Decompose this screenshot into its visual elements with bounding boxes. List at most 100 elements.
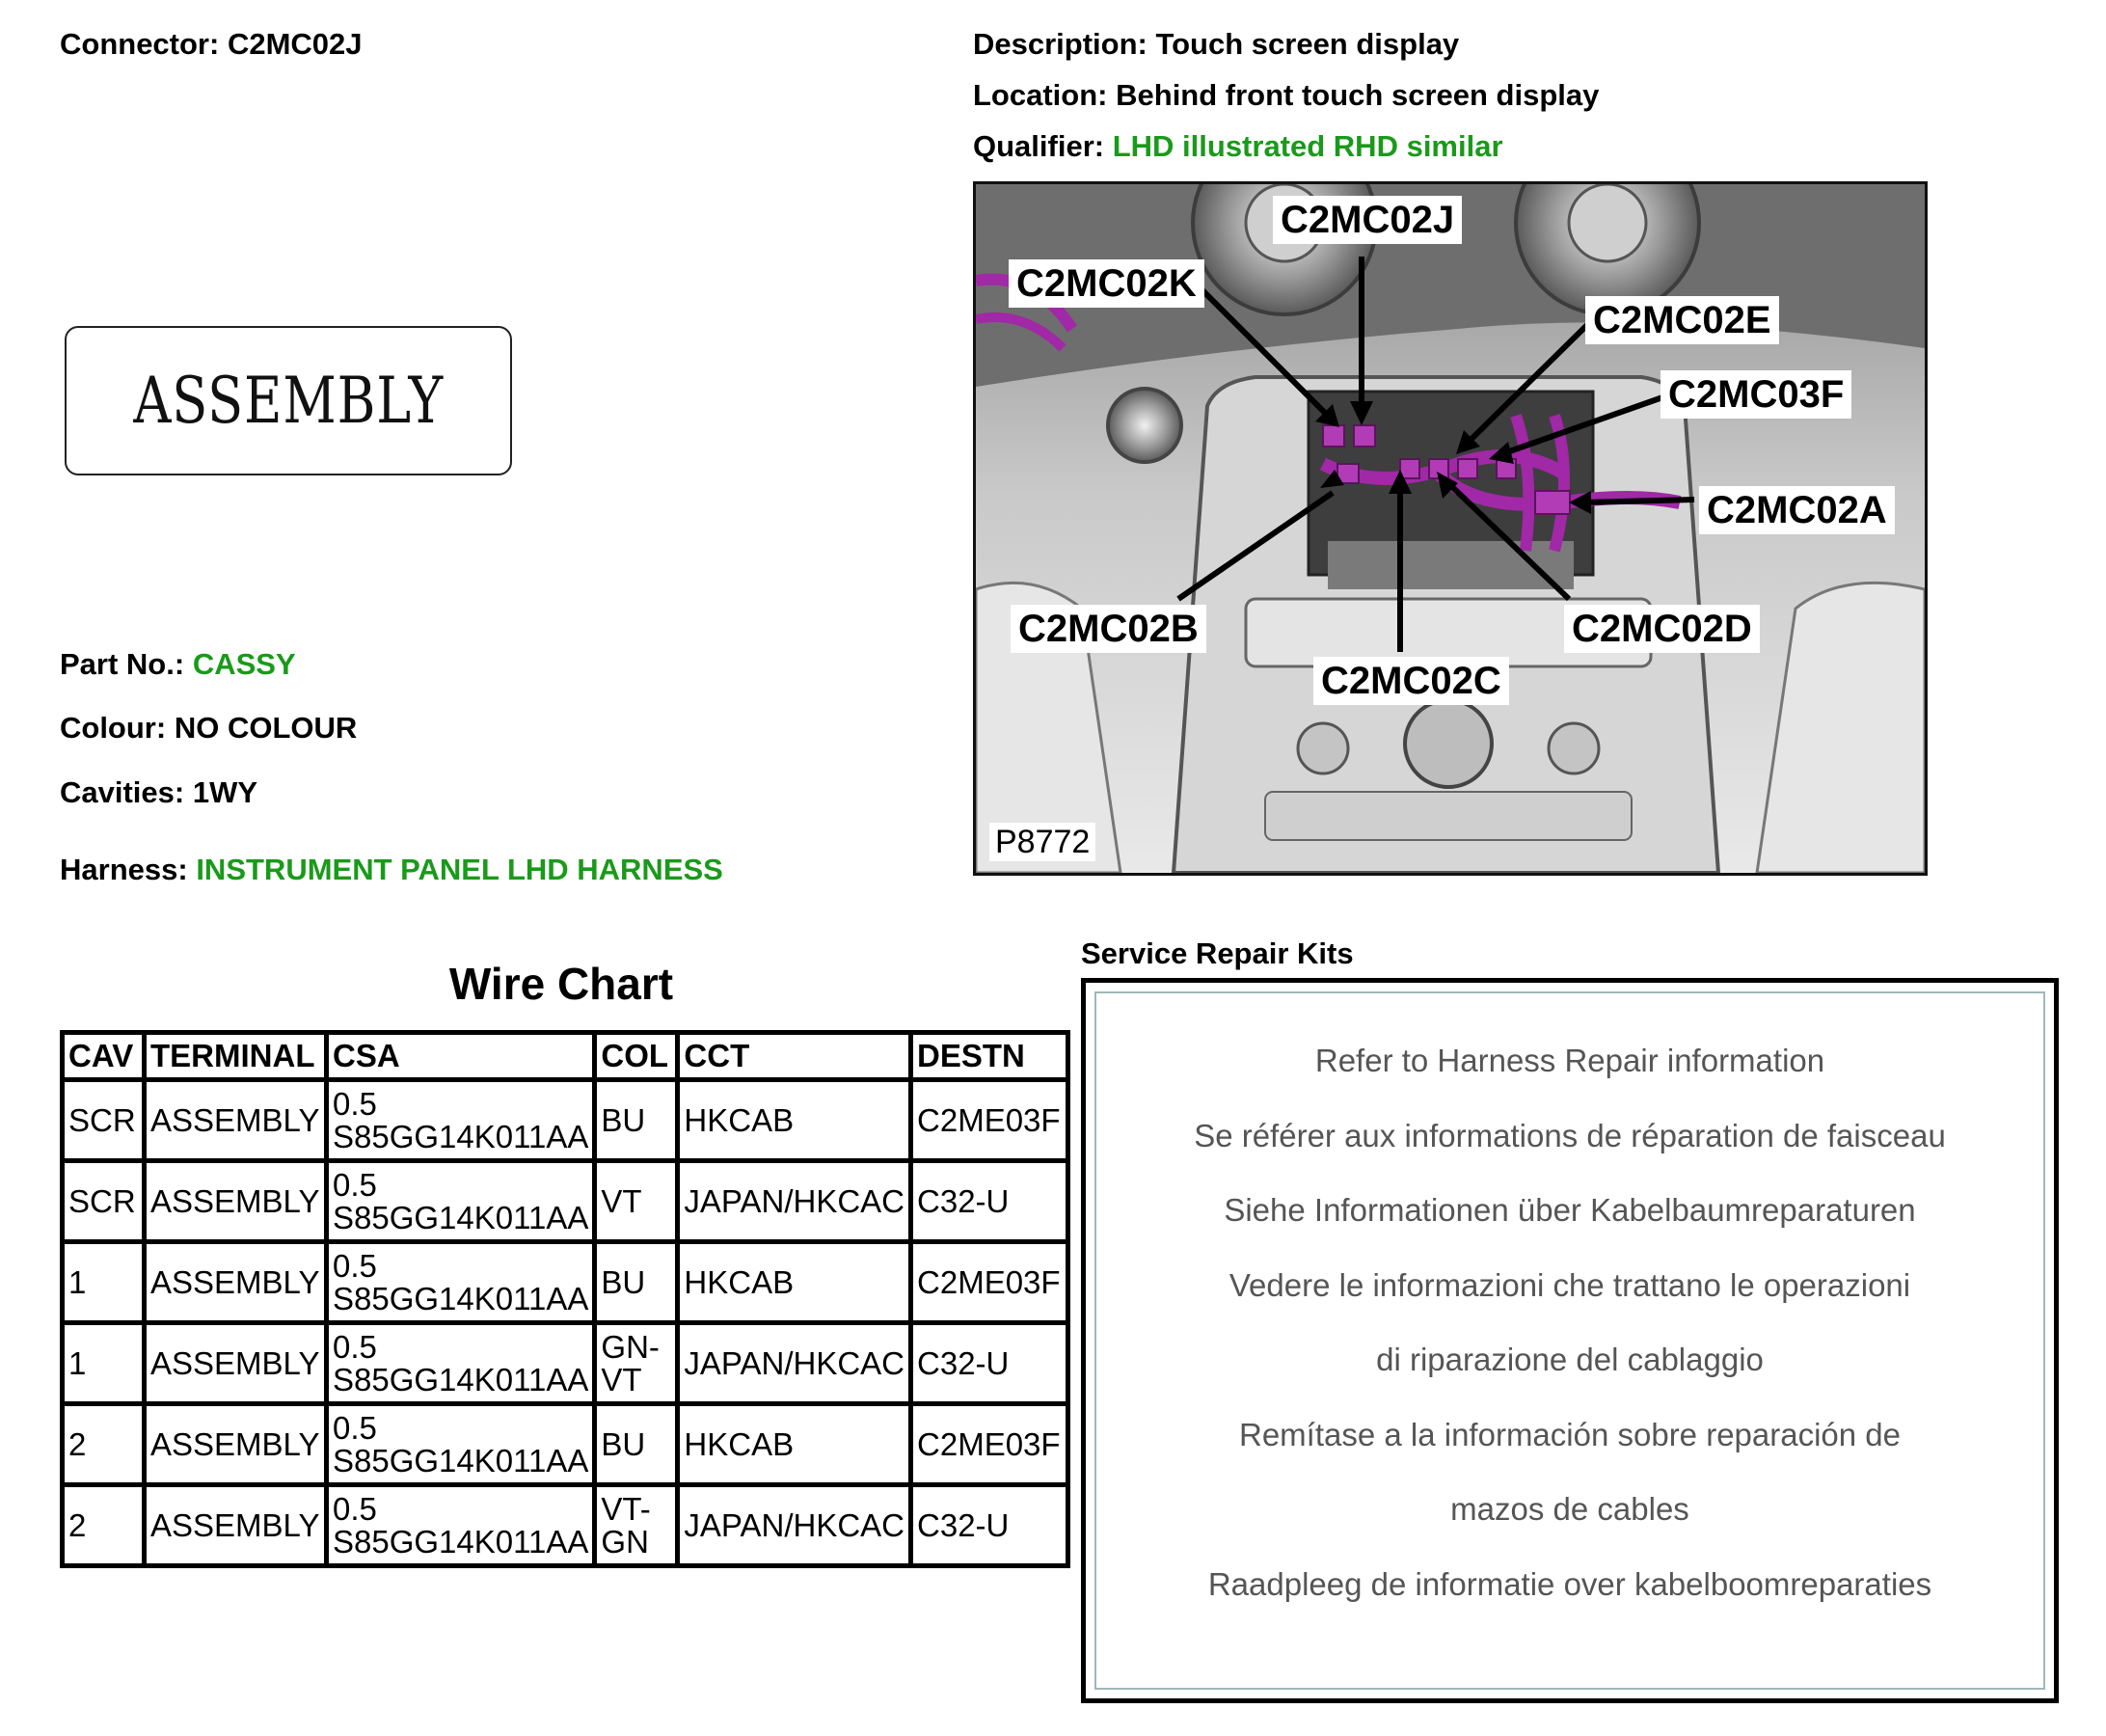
cavities-label: Cavities: [60,775,185,809]
cell-terminal: ASSEMBLY [142,1482,329,1568]
colour-label: Colour: [60,711,167,745]
qualifier-value: LHD illustrated RHD similar [1112,129,1503,163]
cell-col: VT [592,1158,681,1244]
cell-terminal: ASSEMBLY [142,1401,329,1487]
csa-part-number: S85GG14K011AA [333,1361,589,1397]
csa-part-number: S85GG14K011AA [333,1118,589,1154]
header-cct: CCT [675,1030,914,1082]
cell-cct: JAPAN/HKCAC [675,1320,914,1406]
cell-col: VT- GN [592,1482,681,1568]
connector-field: Connector: C2MC02J [60,27,363,62]
cell-destn: C32-U [908,1158,1071,1244]
cell-cav: 1 [60,1239,147,1325]
callout-c2mc02c: C2MC02C [1313,657,1509,705]
wire-chart-header-row: CAV TERMINAL CSA COL CCT DESTN [60,1030,1071,1082]
callout-c2mc03f: C2MC03F [1660,370,1852,419]
assembly-label-text: ASSEMBLY [133,364,444,438]
cell-destn: C32-U [908,1482,1071,1568]
kits-line: Remítase a la información sobre reparaci… [1238,1416,1902,1452]
assembly-label-box: ASSEMBLY [65,326,512,475]
colour-value: NO COLOUR [174,711,358,745]
kits-line: Refer to Harness Repair information [1314,1043,1825,1078]
harness-value: INSTRUMENT PANEL LHD HARNESS [196,853,723,886]
header-cav: CAV [60,1030,147,1082]
callout-arrows [1176,257,1695,652]
header-col: COL [592,1030,681,1082]
cell-terminal: ASSEMBLY [142,1077,329,1163]
connector-location-photo: C2MC02J C2MC02K C2MC02E C2MC03F C2MC02A … [973,181,1928,876]
csa-size: 0.5 [333,1166,377,1203]
cavities-field: Cavities: 1WY [60,775,257,810]
cell-destn: C2ME03F [908,1401,1071,1487]
part-no-field: Part No.: CASSY [60,647,296,682]
service-repair-kits-content: Refer to Harness Repair information Se r… [1094,991,2045,1690]
callout-c2mc02d: C2MC02D [1564,605,1760,653]
description-label: Description: [973,27,1148,61]
kits-line: Siehe Informationen über Kabelbaumrepara… [1224,1192,1916,1228]
cell-col: BU [592,1401,681,1487]
callout-c2mc02b: C2MC02B [1011,605,1206,653]
cell-terminal: ASSEMBLY [142,1158,329,1244]
location-field: Location: Behind front touch screen disp… [973,78,1599,113]
location-value: Behind front touch screen display [1116,78,1600,112]
cell-cct: HKCAB [675,1077,914,1163]
csa-part-number: S85GG14K011AA [333,1442,589,1478]
service-repair-kits-title: Service Repair Kits [1081,936,1354,970]
cell-terminal: ASSEMBLY [142,1239,329,1325]
qualifier-label: Qualifier: [973,129,1105,163]
cell-cav: 2 [60,1482,147,1568]
location-label: Location: [973,78,1108,112]
cell-destn: C2ME03F [908,1077,1071,1163]
cell-cav: 2 [60,1401,147,1487]
cavities-value: 1WY [192,775,258,809]
csa-part-number: S85GG14K011AA [333,1523,589,1560]
connector-value: C2MC02J [227,27,363,61]
cell-col: BU [592,1239,681,1325]
description-value: Touch screen display [1155,27,1460,61]
cell-cct: JAPAN/HKCAC [675,1158,914,1244]
cell-destn: C32-U [908,1320,1071,1406]
cell-col: BU [592,1077,681,1163]
kits-line: mazos de cables [1450,1491,1689,1527]
cell-cct: JAPAN/HKCAC [675,1482,914,1568]
cell-cav: 1 [60,1320,147,1406]
colour-field: Colour: NO COLOUR [60,711,357,746]
kits-line: Raadpleeg de informatie over kabelboomre… [1207,1565,1932,1602]
header-destn: DESTN [908,1030,1071,1082]
description-field: Description: Touch screen display [973,27,1459,62]
csa-size: 0.5 [333,1247,377,1284]
part-no-value: CASSY [192,647,296,681]
cell-cct: HKCAB [675,1239,914,1325]
csa-part-number: S85GG14K011AA [333,1280,589,1316]
header-csa: CSA [323,1030,598,1082]
qualifier-field: Qualifier: LHD illustrated RHD similar [973,129,1503,164]
csa-size: 0.5 [333,1409,377,1446]
cell-col: GN- VT [592,1320,681,1406]
callout-c2mc02e: C2MC02E [1585,296,1779,344]
connector-label: Connector: [60,27,220,61]
cell-cav: SCR [60,1158,147,1244]
csa-part-number: S85GG14K011AA [333,1199,589,1235]
csa-size: 0.5 [333,1490,377,1527]
csa-size: 0.5 [333,1328,377,1365]
photo-reference-id: P8772 [989,823,1096,861]
cell-terminal: ASSEMBLY [142,1320,329,1406]
callout-c2mc02k: C2MC02K [1009,259,1204,308]
harness-label: Harness: [60,853,188,886]
cell-cav: SCR [60,1077,147,1163]
service-repair-kits-box: Refer to Harness Repair information Se r… [1081,978,2059,1703]
cell-destn: C2ME03F [908,1239,1071,1325]
wire-chart-title: Wire Chart [448,959,674,1009]
